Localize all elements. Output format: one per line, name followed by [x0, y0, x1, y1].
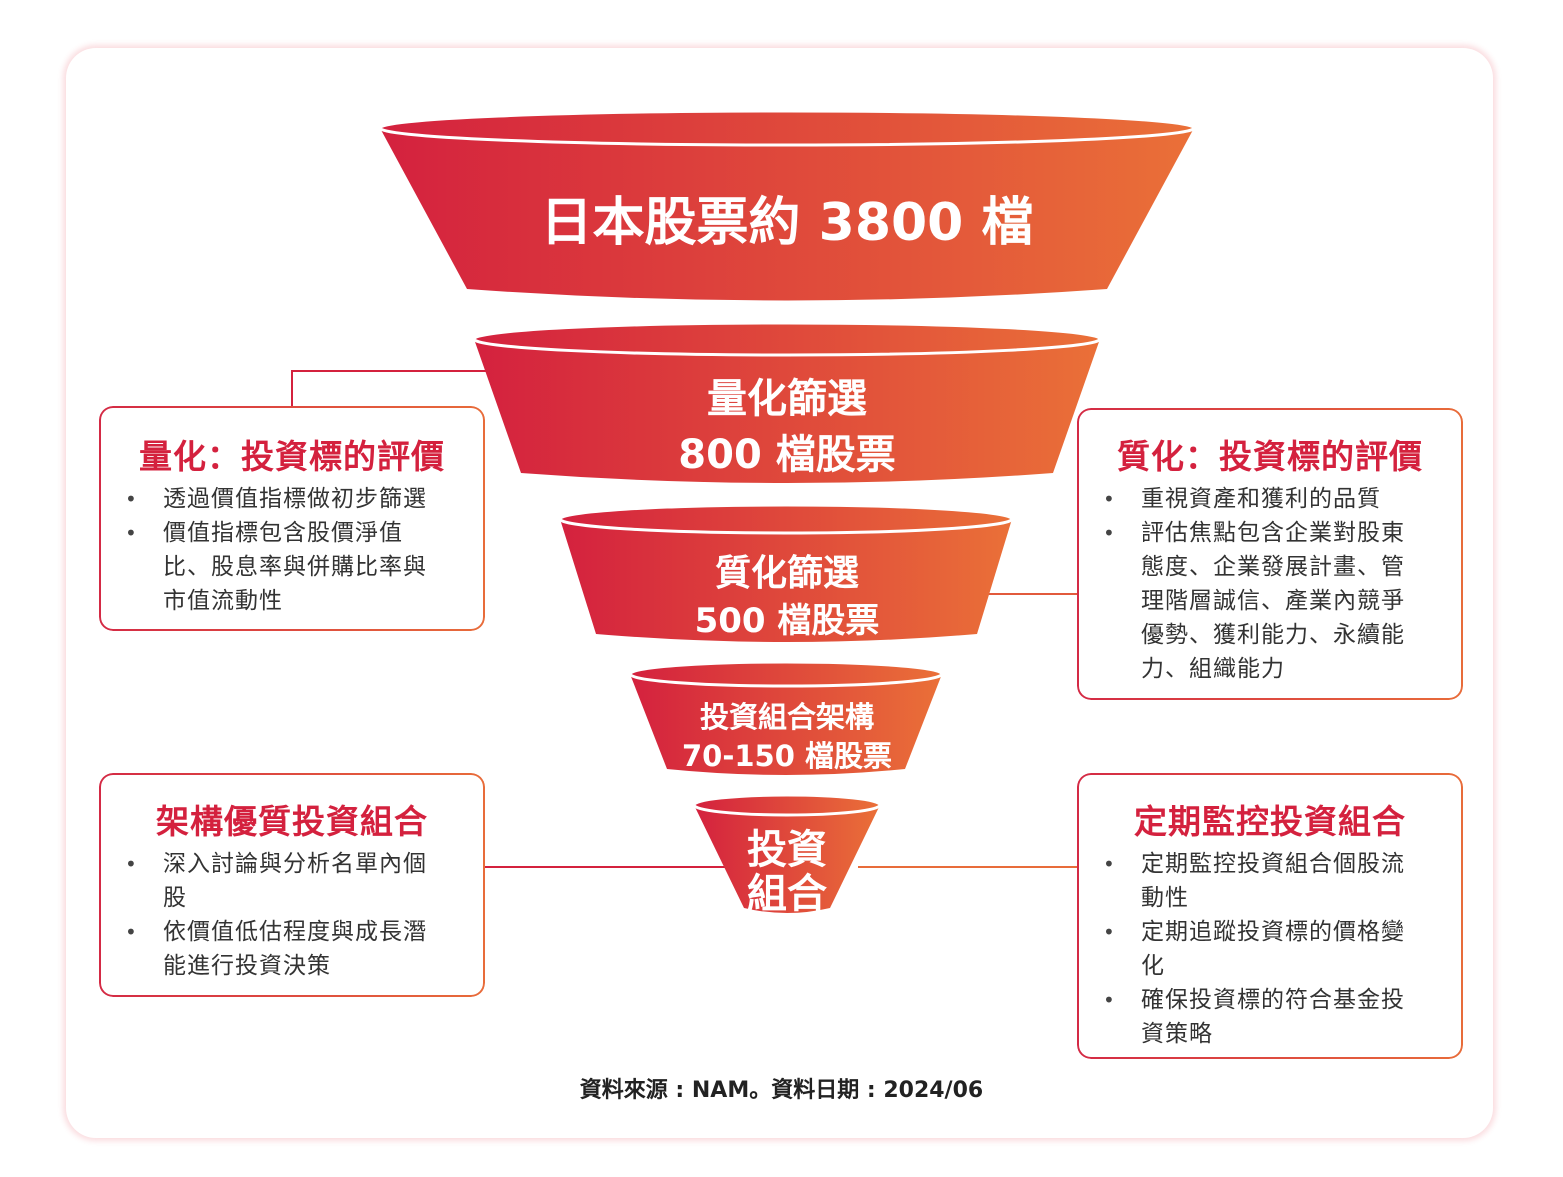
monitor-box-list: 定期監控投資組合個股流 動性 定期追蹤投資標的價格變 化 確保投資標的符合基金投…: [1101, 847, 1405, 1051]
qual-box-list: 重視資產和獲利的品質 評估焦點包含企業對股東 態度、企業發展計畫、管 理階層誠信…: [1101, 482, 1405, 686]
list-item: 價值指標包含股價淨值: [123, 516, 427, 550]
list-item: 態度、企業發展計畫、管: [1141, 554, 1405, 580]
quant-box-list: 透過價值指標做初步篩選 價值指標包含股價淨值 比、股息率與併購比率與 市值流動性: [123, 482, 427, 618]
level-1-label: 日本股票約 3800 檔: [541, 193, 1034, 253]
funnel-level-3: 質化篩選 500 檔股票: [558, 503, 1014, 642]
list-item: 能進行投資決策: [163, 953, 331, 979]
funnel-level-4: 投資組合架構 70-150 檔股票: [628, 660, 944, 775]
level-3-label-line2: 500 檔股票: [695, 601, 880, 641]
level-3-label-line1: 質化篩選: [715, 553, 859, 594]
level-4-label-line1: 投資組合架構: [700, 700, 874, 734]
level-5-label-line1: 投資: [747, 827, 827, 873]
qual-box-title: 質化：投資標的評價: [1117, 437, 1423, 476]
qual-box: 質化：投資標的評價 重視資產和獲利的品質 評估焦點包含企業對股東 態度、企業發展…: [1077, 408, 1463, 700]
quant-box: 量化：投資標的評價 透過價值指標做初步篩選 價值指標包含股價淨值 比、股息率與併…: [99, 406, 485, 631]
list-item: 重視資產和獲利的品質: [1101, 482, 1405, 516]
monitor-box: 定期監控投資組合 定期監控投資組合個股流 動性 定期追蹤投資標的價格變 化 確保…: [1077, 773, 1463, 1059]
connector-quant: [291, 370, 488, 406]
list-item: 比、股息率與併購比率與: [163, 554, 427, 580]
funnel-level-2: 量化篩選 800 檔股票: [472, 321, 1102, 483]
funnel-level-1: 日本股票約 3800 檔: [378, 109, 1196, 301]
level-4-label-line2: 70-150 檔股票: [682, 739, 892, 773]
list-item: 理階層誠信、產業內競爭: [1141, 588, 1405, 614]
build-box-title: 架構優質投資組合: [156, 802, 428, 841]
list-item: 市值流動性: [163, 588, 283, 614]
list-item: 依價值低估程度與成長潛: [123, 915, 427, 949]
level-2-label-line2: 800 檔股票: [678, 432, 895, 478]
list-item: 力、組織能力: [1141, 656, 1285, 682]
quant-box-title: 量化：投資標的評價: [139, 437, 445, 476]
list-item: 確保投資標的符合基金投: [1101, 983, 1405, 1017]
connector-lines: [291, 370, 1077, 868]
monitor-box-title: 定期監控投資組合: [1134, 802, 1406, 841]
list-item: 透過價值指標做初步篩選: [123, 482, 427, 516]
list-item: 定期追蹤投資標的價格變: [1101, 915, 1405, 949]
level-5-label-line2: 組合: [747, 871, 827, 917]
funnel-level-5: 投資 組合: [692, 793, 882, 917]
list-item: 定期監控投資組合個股流: [1101, 847, 1405, 881]
list-item: 評估焦點包含企業對股東: [1101, 516, 1405, 550]
build-box: 架構優質投資組合 深入討論與分析名單內個 股 依價值低估程度與成長潛 能進行投資…: [99, 773, 485, 997]
list-item: 優勢、獲利能力、永續能: [1141, 622, 1405, 648]
build-box-list: 深入討論與分析名單內個 股 依價值低估程度與成長潛 能進行投資決策: [123, 847, 427, 983]
level-2-label-line1: 量化篩選: [707, 376, 867, 422]
list-item: 股: [163, 885, 187, 911]
list-item: 深入討論與分析名單內個: [123, 847, 427, 881]
source-note: 資料來源 : NAM。資料日期 : 2024/06: [579, 1078, 984, 1103]
list-item: 資策略: [1141, 1021, 1213, 1047]
list-item: 化: [1141, 953, 1165, 979]
list-item: 動性: [1141, 885, 1189, 911]
